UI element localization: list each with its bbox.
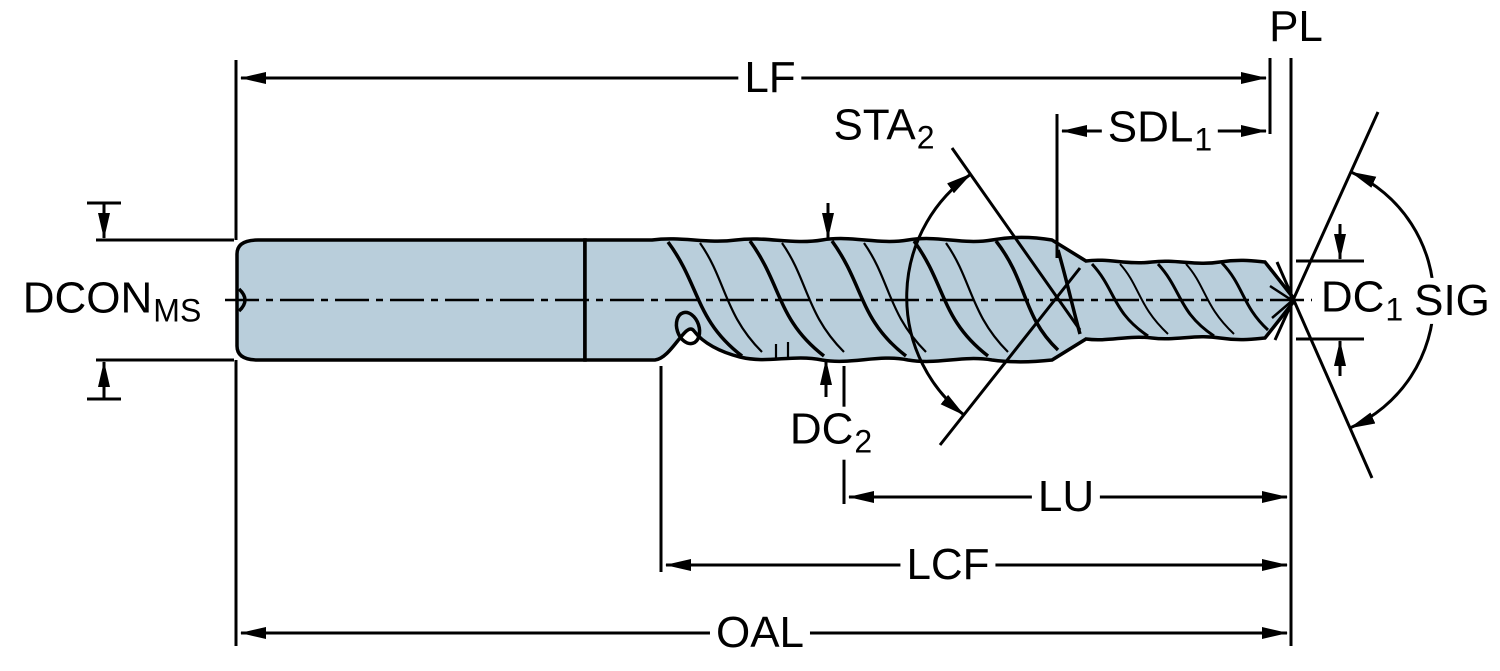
label-lcf: LCF	[900, 539, 996, 589]
label-oal-text: OAL	[715, 607, 805, 657]
label-dc2-text: DC	[789, 404, 854, 454]
pilot-flute-lines-secondary	[1119, 263, 1235, 335]
label-lu-text: LU	[1037, 471, 1095, 521]
label-lu: LU	[1031, 471, 1101, 521]
label-dc2-sub: 2	[854, 423, 873, 460]
point-edge-upper	[1269, 284, 1294, 303]
label-sdl1: SDL1	[1101, 102, 1219, 158]
sta2-angle-arc	[905, 172, 972, 417]
label-sta2: STA2	[827, 100, 941, 156]
label-sig: SIG	[1408, 275, 1496, 325]
label-dcon-text: DCON	[22, 273, 153, 323]
label-sig-text: SIG	[1414, 275, 1490, 325]
sta2-angle-line-1	[950, 147, 1082, 331]
label-pl-text: PL	[1269, 1, 1323, 51]
label-sdl1-text: SDL	[1107, 102, 1194, 152]
label-dcon: DCONMS	[17, 273, 208, 329]
label-lf: LF	[738, 52, 802, 102]
sig-angle-line-1	[1273, 111, 1380, 341]
label-dc1: DC1	[1314, 272, 1410, 328]
flute-lines-primary	[666, 239, 1060, 358]
label-sta2-sub: 2	[916, 119, 935, 156]
label-pl: PL	[1263, 1, 1329, 51]
label-dc1-sub: 1	[1385, 291, 1404, 328]
drill	[235, 235, 1296, 364]
label-lcf-text: LCF	[906, 539, 990, 589]
label-sdl1-sub: 1	[1194, 121, 1213, 158]
label-dc2: DC2	[783, 404, 879, 460]
label-sta2-text: STA	[833, 100, 916, 150]
label-dc1-text: DC	[1320, 272, 1385, 322]
label-lf-text: LF	[744, 52, 796, 102]
flute-runout-loop	[674, 310, 702, 346]
label-oal: OAL	[709, 607, 811, 657]
sig-angle-line-2	[1275, 261, 1374, 479]
label-dcon-sub: MS	[153, 292, 202, 329]
